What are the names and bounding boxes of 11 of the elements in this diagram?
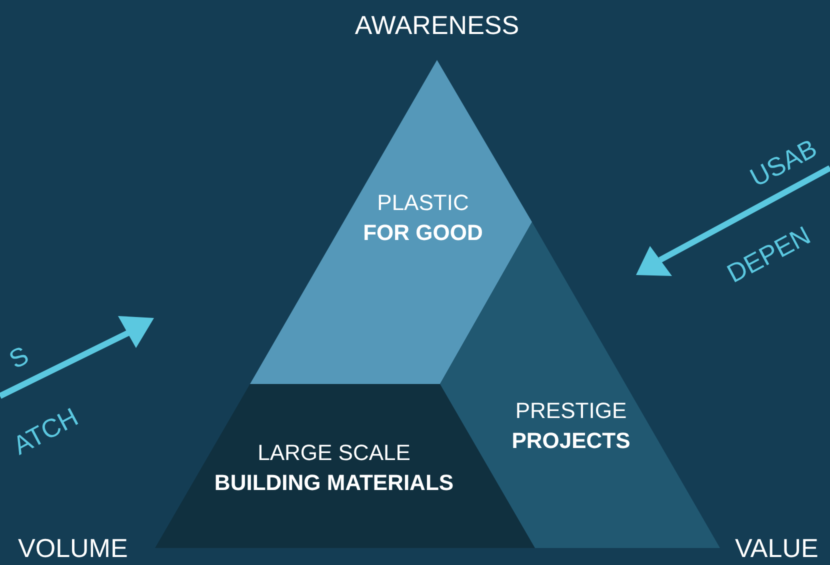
axis-label: VOLUME [18,533,128,564]
segment-label: PLASTIC [377,190,469,216]
arrow-caption: S [4,340,34,376]
segment-label: PRESTIGE [515,398,627,424]
arrow-caption: USAB [745,132,822,194]
axis-label: VALUE [735,533,818,564]
segment-title: BUILDING MATERIALS [214,470,454,496]
segment-title: FOR GOOD [363,220,483,246]
axis-label: AWARENESS [354,10,520,41]
segment-title: PROJECTS [512,428,630,454]
segment-label: LARGE SCALE [258,440,410,466]
